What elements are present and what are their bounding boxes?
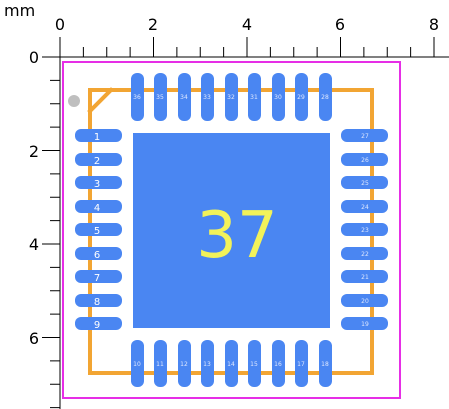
pad-23-label: 23	[361, 227, 369, 234]
pad-10[interactable]	[131, 340, 144, 387]
x-tick-4: 4	[242, 15, 252, 34]
x-tick-0: 0	[55, 15, 65, 34]
pad-31[interactable]	[248, 73, 261, 121]
pad-34-label: 34	[180, 94, 188, 101]
pad-2-label: 2	[94, 156, 100, 167]
pad-27[interactable]	[341, 129, 388, 142]
pad-24[interactable]	[341, 200, 388, 213]
y-tick-2: 2	[29, 142, 39, 161]
pad-6-label: 6	[94, 250, 100, 261]
pad-32-label: 32	[227, 94, 235, 101]
x-tick-2: 2	[148, 15, 158, 34]
pad-18[interactable]	[319, 340, 332, 387]
exposed-pad[interactable]	[133, 133, 330, 328]
pad-17-label: 17	[297, 361, 305, 368]
pad-15-label: 15	[250, 361, 258, 368]
pad-32[interactable]	[225, 73, 238, 121]
pad-29-label: 29	[297, 94, 305, 101]
y-tick-4: 4	[29, 235, 39, 254]
pad-31-label: 31	[250, 94, 258, 101]
pad-19[interactable]	[341, 317, 388, 330]
pad-4-label: 4	[94, 203, 100, 214]
pad-7[interactable]	[75, 270, 122, 283]
pad-21[interactable]	[341, 270, 388, 283]
pad-13-label: 13	[203, 361, 211, 368]
pad-8[interactable]	[75, 294, 122, 307]
pad-6[interactable]	[75, 247, 122, 260]
pad-30[interactable]	[272, 73, 285, 121]
pad-4[interactable]	[75, 200, 122, 213]
pad-10-label: 10	[133, 361, 141, 368]
y-tick-6: 6	[29, 329, 39, 348]
pad-5[interactable]	[75, 223, 122, 236]
pad-19-label: 19	[361, 321, 369, 328]
pad-12[interactable]	[178, 340, 191, 387]
pad-28[interactable]	[319, 73, 332, 121]
pad-11[interactable]	[154, 340, 167, 387]
pad-22-label: 22	[361, 251, 369, 258]
bottom-pin-row: 10 11 12 13 14 15 16 17 18	[131, 340, 332, 387]
pad-1[interactable]	[75, 129, 122, 142]
x-tick-8: 8	[429, 15, 439, 34]
pad-5-label: 5	[94, 226, 100, 237]
pad-33[interactable]	[201, 73, 214, 121]
pad-18-label: 18	[321, 361, 329, 368]
selection-box[interactable]	[62, 61, 401, 399]
pad-16-label: 16	[274, 361, 282, 368]
pad-16[interactable]	[272, 340, 285, 387]
pad-7-label: 7	[94, 273, 100, 284]
pad-35-label: 35	[156, 94, 164, 101]
pad-3[interactable]	[75, 176, 122, 189]
pad-14[interactable]	[225, 340, 238, 387]
pad-35[interactable]	[154, 73, 167, 121]
pad-24-label: 24	[361, 204, 369, 211]
pad-12-label: 12	[180, 361, 188, 368]
pad-2[interactable]	[75, 153, 122, 166]
pad-29[interactable]	[295, 73, 308, 121]
pad-25-label: 25	[361, 180, 369, 187]
left-pin-row: 1 2 3 4 5 6 7 8 9	[75, 129, 122, 331]
center-pad-label: 37	[196, 199, 277, 273]
left-ruler: 0 2 4 6	[29, 48, 61, 409]
pad-9-label: 9	[94, 320, 100, 331]
pad-8-label: 8	[94, 297, 100, 308]
pad-20[interactable]	[341, 294, 388, 307]
right-pin-row: 27 26 25 24 23 22 21 20 19	[341, 129, 388, 330]
pad-11-label: 11	[156, 361, 164, 368]
pad-1-label: 1	[94, 132, 100, 143]
y-tick-0: 0	[29, 48, 39, 67]
pad-14-label: 14	[227, 361, 235, 368]
pad-3-label: 3	[94, 179, 100, 190]
pad-20-label: 20	[361, 298, 369, 305]
x-tick-6: 6	[335, 15, 345, 34]
pin1-marker-icon	[68, 95, 80, 107]
pad-15[interactable]	[248, 340, 261, 387]
pad-23[interactable]	[341, 223, 388, 236]
pad-22[interactable]	[341, 247, 388, 260]
top-ruler: 0 2 4 6 8	[55, 15, 449, 58]
pad-33-label: 33	[203, 94, 211, 101]
units-label: mm	[4, 1, 35, 20]
pad-36-label: 36	[133, 94, 141, 101]
pad-25[interactable]	[341, 176, 388, 189]
pad-21-label: 21	[361, 274, 369, 281]
pad-26-label: 26	[361, 157, 369, 164]
top-pin-row: 36 35 34 33 32 31 30 29 28	[131, 73, 332, 121]
pad-36[interactable]	[131, 73, 144, 121]
pad-27-label: 27	[361, 133, 369, 140]
pad-30-label: 30	[274, 94, 282, 101]
pad-13[interactable]	[201, 340, 214, 387]
pad-28-label: 28	[321, 94, 329, 101]
pad-17[interactable]	[295, 340, 308, 387]
pad-26[interactable]	[341, 153, 388, 166]
pad-34[interactable]	[178, 73, 191, 121]
pad-9[interactable]	[75, 317, 122, 330]
